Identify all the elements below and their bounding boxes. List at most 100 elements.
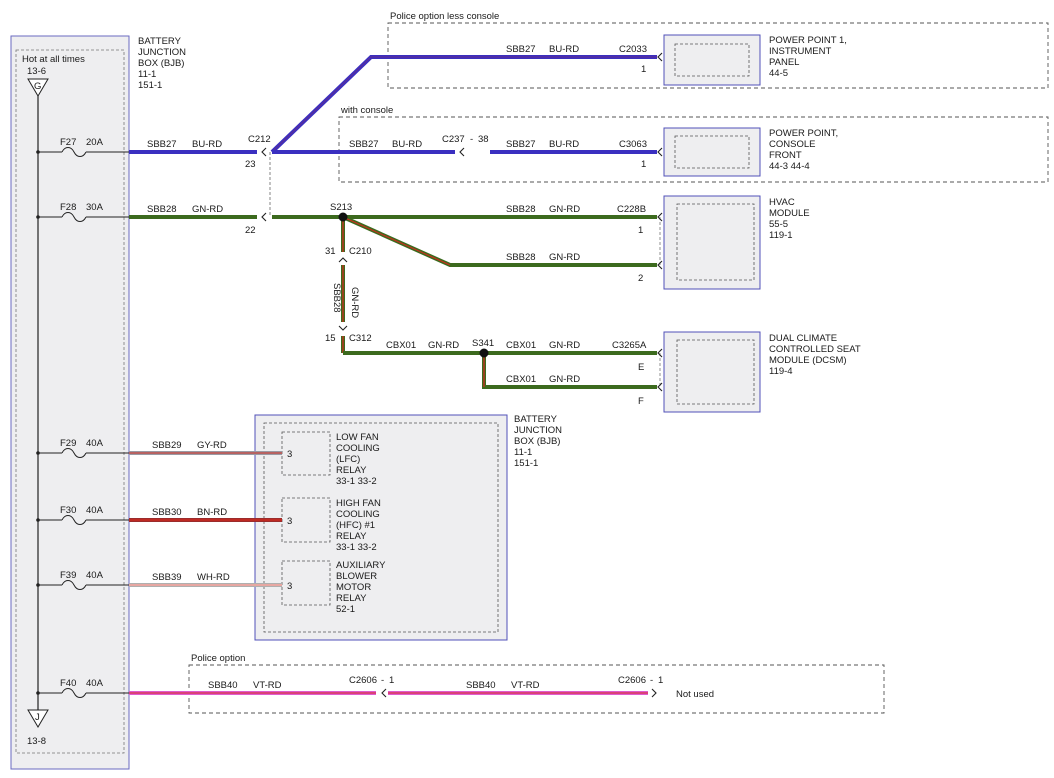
circuit-id: SBB29 xyxy=(152,440,182,451)
chevron-c312 xyxy=(338,325,348,331)
circuit-color: VT-RD xyxy=(253,680,282,691)
component-line: FRONT xyxy=(769,150,802,161)
circuit-id: SBB27 xyxy=(506,139,536,150)
wire-cbx01 xyxy=(343,351,661,389)
connector-pin: 1 xyxy=(641,64,646,75)
chevron-c228b-2 xyxy=(657,260,663,270)
component-line: PANEL xyxy=(769,57,799,68)
circuit-id: SBB27 xyxy=(506,44,536,55)
wire-sbb28 xyxy=(129,215,661,353)
dcsm-label: DUAL CLIMATE CONTROLLED SEAT MODULE (DCS… xyxy=(769,333,861,377)
ground-top-symbol xyxy=(27,78,49,97)
chevron-c2606-a xyxy=(381,688,387,698)
circuit-color: BU-RD xyxy=(549,139,579,150)
fuse-f39: F39 40A xyxy=(36,570,129,590)
component-line: POWER POINT 1, xyxy=(769,35,847,46)
fuse-amps: 40A xyxy=(86,570,104,581)
bjb-left-inner-box xyxy=(15,49,125,754)
circuit-id: SBB27 xyxy=(147,139,177,150)
circuit-color: BN-RD xyxy=(197,507,227,518)
option-label: with console xyxy=(340,105,393,116)
circuit-id: SBB28 xyxy=(331,283,342,313)
fuse-id: F39 xyxy=(60,570,76,581)
circuit-id: CBX01 xyxy=(506,340,536,351)
component-line: 55-5 xyxy=(769,219,788,230)
circuit-color: GN-RD xyxy=(549,252,580,263)
bjb-right-component xyxy=(254,414,508,641)
connector-id: C210 xyxy=(349,246,372,257)
connector-id: C212 xyxy=(248,134,271,145)
circuit-id: SBB27 xyxy=(349,139,379,150)
relay-line: 52-1 xyxy=(336,604,355,615)
circuit-color: VT-RD xyxy=(511,680,540,691)
relay-line: (LFC) xyxy=(336,454,360,465)
fuse-amps: 40A xyxy=(86,505,104,516)
connector-labels: C212 23 22 C2033 1 C237 - 38 C3063 1 S21… xyxy=(245,44,714,700)
relay-line: RELAY xyxy=(336,593,367,604)
circuit-color: GY-RD xyxy=(197,440,227,451)
hot-at-all-times-label: Hot at all times xyxy=(22,54,85,65)
bjb-left-box xyxy=(10,35,130,770)
circuit-color: GN-RD xyxy=(549,204,580,215)
chevron-c210 xyxy=(338,257,348,263)
dcsm-component xyxy=(663,331,761,413)
component-line: 119-1 xyxy=(769,230,793,241)
connector-pin: F xyxy=(638,396,644,407)
bjb-left-line: BOX (BJB) xyxy=(138,58,184,69)
connector-pin: 38 xyxy=(478,134,489,145)
fuse-id: F30 xyxy=(60,505,76,516)
component-line: 119-4 xyxy=(769,366,793,377)
circuit-id: SBB28 xyxy=(506,252,536,263)
power-point-1-component xyxy=(663,34,761,86)
splice-s341 xyxy=(479,348,489,358)
relay-line: LOW FAN xyxy=(336,432,379,443)
relay-line: (HFC) #1 xyxy=(336,520,375,531)
connector-pin: E xyxy=(638,362,644,373)
fuse-amps: 40A xyxy=(86,678,104,689)
connector-id: C3265A xyxy=(612,340,647,351)
fuse-f27: F27 20A xyxy=(36,137,129,157)
circuit-id: SBB39 xyxy=(152,572,182,583)
circuit-color: GN-RD xyxy=(549,374,580,385)
chevron-c237 xyxy=(459,147,465,157)
connector-id: C2606 xyxy=(349,675,377,686)
not-used-label: Not used xyxy=(676,689,714,700)
fuse-f40: F40 40A xyxy=(36,678,129,698)
chevron-c212-b xyxy=(261,212,267,222)
splice-id: S213 xyxy=(330,202,352,213)
connector-pin: 1 xyxy=(638,225,643,236)
connector-id: C237 xyxy=(442,134,465,145)
connector-id: C228B xyxy=(617,204,646,215)
power-point-console-component xyxy=(663,127,761,177)
connector-pin: 15 xyxy=(325,333,336,344)
fuse-id: F27 xyxy=(60,137,76,148)
circuit-id: CBX01 xyxy=(386,340,416,351)
relay-pin: 3 xyxy=(287,449,292,460)
connector-pin: 1 xyxy=(641,159,646,170)
connector-pin: 23 xyxy=(245,159,256,170)
circuit-color: BU-RD xyxy=(549,44,579,55)
circuit-color: GN-RD xyxy=(428,340,459,351)
fuse-f29: F29 40A xyxy=(36,438,129,458)
bjb-left-line: 11-1 xyxy=(138,69,156,80)
connector-pin: 1 xyxy=(658,675,663,686)
ground-bottom-symbol xyxy=(27,709,49,728)
connector-pin: 22 xyxy=(245,225,256,236)
chevron-c2033 xyxy=(657,52,663,62)
hvac-module-label: HVAC MODULE 55-5 119-1 xyxy=(769,197,810,241)
component-line: CONSOLE xyxy=(769,139,815,150)
fuse-amps: 40A xyxy=(86,438,104,449)
chevron-c3063 xyxy=(657,147,663,157)
component-line: 44-3 44-4 xyxy=(769,161,810,172)
circuit-id: SBB28 xyxy=(147,204,177,215)
connector-dash: - xyxy=(381,675,384,686)
component-line: DUAL CLIMATE xyxy=(769,333,837,344)
component-line: 11-1 xyxy=(514,447,532,458)
bjb-right-label: BATTERY JUNCTION BOX (BJB) 11-1 151-1 xyxy=(514,414,562,469)
option-box-with-console xyxy=(338,116,1049,183)
connector-pin: 1 xyxy=(389,675,394,686)
fuse-amps: 30A xyxy=(86,202,104,213)
relay-line: 33-1 33-2 xyxy=(336,476,377,487)
relay-line: AUXILIARY xyxy=(336,560,386,571)
